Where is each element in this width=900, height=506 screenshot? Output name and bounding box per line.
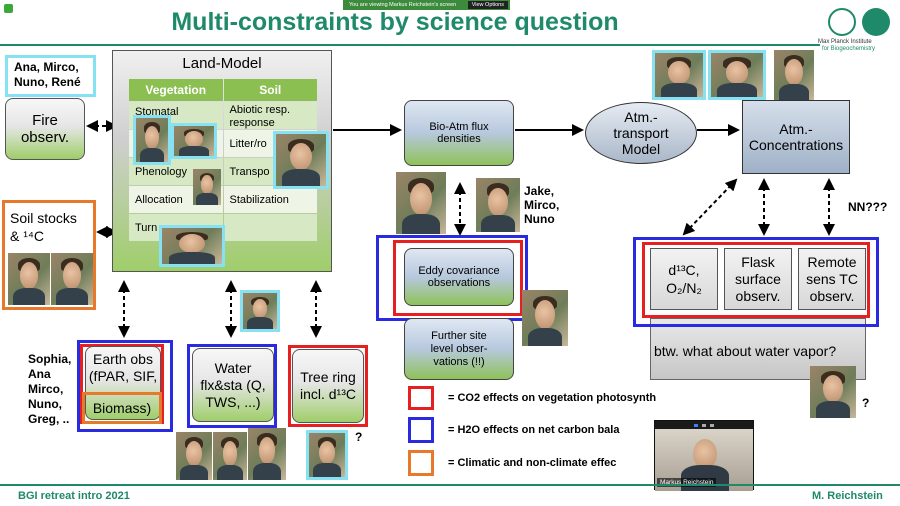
soil-person-photo-2 [51,253,93,305]
legend-text-h2o: = H2O effects on net carbon bala [448,424,620,436]
d13c-box: d¹³C, O₂/N₂ [650,248,718,310]
footer-left: BGI retreat intro 2021 [18,490,130,502]
video-toolbar-icon-3[interactable] [710,423,714,427]
soil-person-photo-1 [8,253,50,305]
cell-empty-soil-5 [223,214,317,241]
minerva-icon [828,8,856,36]
people-left: Sophia, Ana Mirco, Nuno, Greg, .. [28,352,72,426]
video-toolbar-icon-2[interactable] [702,423,706,427]
eddy-person-photo-1 [396,172,446,234]
legend-swatch-red [408,386,434,410]
people-eddy: Jake, Mirco, Nuno [524,184,560,226]
video-name-label: Markus Reichstein [657,478,717,487]
title-divider [0,44,820,46]
institute-icon [862,8,890,36]
eddy-person-photo-3 [522,290,568,346]
legend-text-co2: = CO2 effects on vegetation photosynth [448,392,657,404]
screen-share-banner: You are viewing Markus Reichstein's scre… [343,0,510,10]
tree-person-photo [306,430,348,480]
legend: = CO2 effects on vegetation photosynth =… [408,383,658,479]
video-tile[interactable]: Markus Reichstein [654,420,754,491]
model-person-photo-5 [159,225,225,267]
footer-right: M. Reichstein [812,490,883,502]
share-indicator-icon [4,4,13,13]
video-person-face [693,439,717,469]
conc-person-photo-2 [708,50,766,100]
people-top-left: Ana, Mirco, Nuno, René [5,55,96,97]
land-model-title: Land-Model [182,55,262,72]
water-box: Water flx&sta (Q, TWS, ...) [192,348,274,422]
atm-obs-blue-frame [633,237,879,327]
water-vapor-text: btw. what about water vapor? [654,343,837,359]
logo-line2: for Biogeochemistry [822,46,876,52]
atm-obs-red-frame [642,242,870,318]
earth-obs-blue-frame [77,340,173,432]
model-person-photo-2 [171,123,217,159]
tree-ring-box: Tree ring incl. d¹³C [292,349,364,423]
eddy-person-photo-2 [476,178,520,232]
earth-obs-box: Earth obs (fPAR, SIF, [85,346,161,420]
water-person-photo-3 [248,428,286,480]
model-person-photo-1 [133,115,171,165]
water-person-photo-1 [176,432,212,480]
video-toolbar-icon-1[interactable] [694,423,698,427]
legend-swatch-orange [408,450,434,476]
water-person-photo-2 [213,432,247,480]
header-soil: Soil [223,79,317,101]
header-vegetation: Vegetation [129,79,223,101]
flask-box: Flask surface observ. [724,248,792,310]
atm-concentrations-box: Atm.- Concentrations [742,100,850,174]
share-banner-text: You are viewing Markus Reichstein's scre… [349,2,457,8]
view-options-button[interactable]: View Options [467,1,508,9]
nn-question: NN??? [848,200,888,214]
vapor-person-photo [810,366,856,418]
eddy-covariance-box: Eddy covariance observations [404,248,514,306]
legend-swatch-blue [408,417,434,443]
soil-stocks-box: Soil stocks & ¹⁴C [2,200,96,310]
further-site-box: Further site level obser- vations (!!) [404,318,514,380]
soil-stocks-label: Soil stocks & ¹⁴C [10,210,77,244]
fire-observations-box: Fire observ. [5,98,85,160]
conc-person-photo-1 [652,50,706,100]
mpi-logo: Max Planck Institute for Biogeochemistry [818,8,898,52]
bio-atm-flux-box: Bio-Atm flux densities [404,100,514,166]
model-person-photo-4 [193,169,221,205]
question-mark-left: ? [355,430,363,444]
legend-item-climate: = Climatic and non-climate effec [408,447,658,479]
conc-person-photo-3 [774,50,814,100]
cell-stabilization: Stabilization [223,186,317,213]
slide-title: Multi-constraints by science question [171,8,619,36]
logo-line1: Max Planck Institute [818,39,872,45]
footer-divider [0,484,900,486]
legend-item-co2: = CO2 effects on vegetation photosynth [408,383,658,413]
remote-box: Remote sens TC observ. [798,248,866,310]
atm-transport-model: Atm.- transport Model [585,102,697,164]
legend-item-h2o: = H2O effects on net carbon bala [408,413,658,447]
video-tile-toolbar [655,421,753,429]
water-person-photo-top [240,290,280,332]
legend-text-climate: = Climatic and non-climate effec [448,457,617,469]
eddy-red-frame [393,240,523,316]
model-person-photo-3 [273,131,329,189]
water-blue-frame [187,344,277,428]
cell-abiotic: Abiotic resp. response [223,102,317,129]
question-mark-right: ? [862,396,870,410]
arrow-conc-d13c [682,178,738,236]
tree-red-frame [288,345,368,427]
earth-obs-label: Earth obs (fPAR, SIF, [88,351,158,384]
land-model-panel: Land-Model Vegetation Soil Stomatal Abio… [112,50,332,272]
biomass-box: Biomass) [82,392,162,424]
